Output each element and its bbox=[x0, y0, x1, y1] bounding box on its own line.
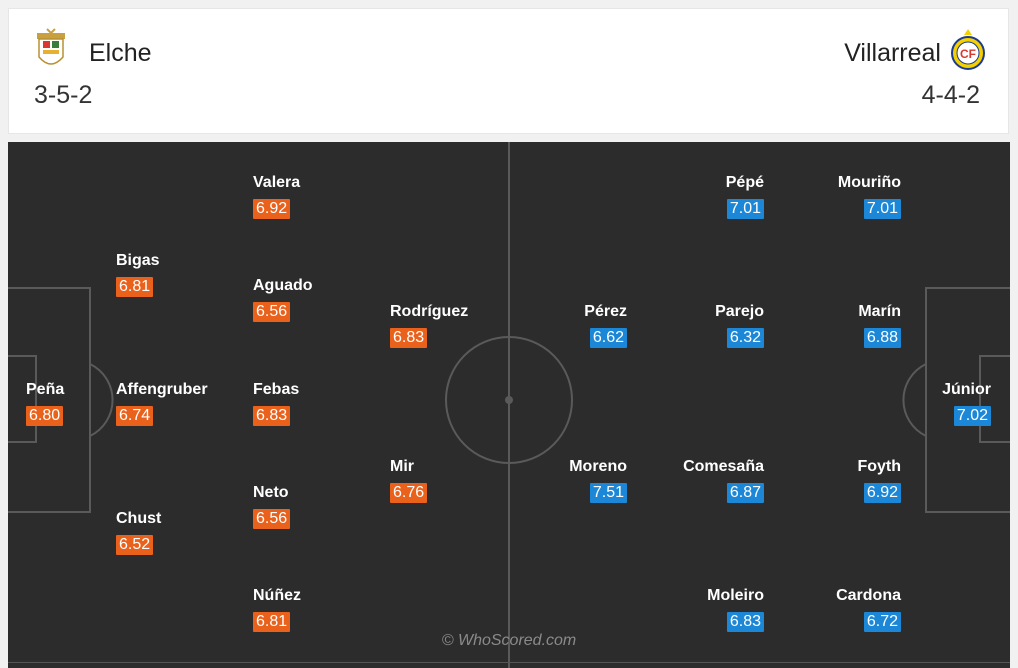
player-rating: 7.01 bbox=[726, 199, 764, 219]
player-rating: 6.83 bbox=[726, 612, 764, 632]
player-cardona[interactable]: Cardona 6.72 bbox=[771, 586, 901, 632]
player-rating: 6.87 bbox=[726, 483, 764, 503]
player-parejo[interactable]: Parejo 6.32 bbox=[634, 302, 764, 348]
player-rating: 7.51 bbox=[589, 483, 627, 503]
player-name: Neto bbox=[253, 484, 289, 501]
player-name: Mouriño bbox=[837, 174, 901, 191]
player-name: Foyth bbox=[857, 458, 901, 475]
player-foyth[interactable]: Foyth 6.92 bbox=[771, 457, 901, 503]
player-name: Febas bbox=[253, 381, 300, 398]
player-name: Comesaña bbox=[683, 458, 764, 475]
player-nunez[interactable]: Núñez 6.81 bbox=[253, 586, 383, 632]
player-name: Núñez bbox=[253, 587, 301, 604]
player-name: Moreno bbox=[569, 458, 627, 475]
svg-text:CF: CF bbox=[960, 47, 976, 61]
player-rating: 7.02 bbox=[953, 406, 991, 426]
player-rating: 6.52 bbox=[116, 535, 154, 555]
player-name: Júnior bbox=[942, 381, 991, 398]
player-rating: 6.80 bbox=[26, 406, 64, 426]
player-comesana[interactable]: Comesaña 6.87 bbox=[634, 457, 764, 503]
player-rating: 6.81 bbox=[116, 277, 154, 297]
player-name: Peña bbox=[26, 381, 65, 398]
player-name: Marín bbox=[858, 303, 901, 320]
player-moreno[interactable]: Moreno 7.51 bbox=[497, 457, 627, 503]
player-bigas[interactable]: Bigas 6.81 bbox=[116, 251, 246, 297]
player-rating: 6.72 bbox=[863, 612, 901, 632]
watermark: © WhoScored.com bbox=[441, 632, 577, 649]
match-header: Elche 3-5-2 Villarreal 4-4-2 CF bbox=[8, 8, 1009, 134]
player-moleiro[interactable]: Moleiro 6.83 bbox=[634, 586, 764, 632]
player-name: Bigas bbox=[116, 252, 160, 269]
player-rating: 6.83 bbox=[390, 328, 428, 348]
player-name: Rodríguez bbox=[390, 303, 469, 320]
player-rating: 6.74 bbox=[116, 406, 154, 426]
player-rating: 7.01 bbox=[863, 199, 901, 219]
player-rating: 6.83 bbox=[253, 406, 291, 426]
away-formation: 4-4-2 bbox=[921, 81, 980, 109]
player-febas[interactable]: Febas 6.83 bbox=[253, 380, 383, 426]
player-rating: 6.81 bbox=[253, 612, 291, 632]
player-rating: 6.56 bbox=[253, 509, 291, 529]
player-name: Chust bbox=[116, 510, 162, 527]
player-name: Parejo bbox=[715, 303, 764, 320]
player-pena[interactable]: Peña 6.80 bbox=[26, 380, 156, 426]
player-rating: 6.88 bbox=[863, 328, 901, 348]
player-rating: 6.62 bbox=[589, 328, 627, 348]
player-rating: 6.92 bbox=[253, 199, 291, 219]
player-junior[interactable]: Júnior 7.02 bbox=[861, 380, 991, 426]
pitch: Peña 6.80 Bigas 6.81 Affengruber 6.74 Ch… bbox=[8, 142, 1010, 668]
player-aguado[interactable]: Aguado 6.56 bbox=[253, 276, 383, 322]
home-team-name[interactable]: Elche bbox=[89, 39, 152, 67]
player-name: Affengruber bbox=[116, 381, 208, 398]
player-name: Valera bbox=[253, 174, 301, 191]
player-rodriguez[interactable]: Rodríguez 6.83 bbox=[390, 302, 520, 348]
player-mir[interactable]: Mir 6.76 bbox=[390, 457, 520, 503]
player-rating: 6.76 bbox=[390, 483, 428, 503]
player-valera[interactable]: Valera 6.92 bbox=[253, 173, 383, 219]
player-name: Cardona bbox=[836, 587, 901, 604]
player-name: Moleiro bbox=[707, 587, 764, 604]
away-team-name[interactable]: Villarreal bbox=[844, 39, 941, 67]
player-name: Pépé bbox=[725, 174, 764, 191]
player-name: Mir bbox=[390, 458, 414, 475]
elche-crest-icon[interactable] bbox=[31, 27, 71, 73]
player-mourino[interactable]: Mouriño 7.01 bbox=[771, 173, 901, 219]
player-chust[interactable]: Chust 6.52 bbox=[116, 509, 246, 555]
player-rating: 6.92 bbox=[863, 483, 901, 503]
home-formation: 3-5-2 bbox=[34, 81, 93, 109]
pitch-lines bbox=[8, 142, 1010, 668]
player-rating: 6.32 bbox=[726, 328, 764, 348]
player-name: Pérez bbox=[584, 303, 627, 320]
player-perez[interactable]: Pérez 6.62 bbox=[497, 302, 627, 348]
bottom-divider bbox=[8, 662, 1010, 663]
player-pepe[interactable]: Pépé 7.01 bbox=[634, 173, 764, 219]
player-rating: 6.56 bbox=[253, 302, 291, 322]
villarreal-crest-icon[interactable]: CF bbox=[948, 27, 988, 73]
player-name: Aguado bbox=[253, 277, 313, 294]
player-affengruber[interactable]: Affengruber 6.74 bbox=[116, 380, 246, 426]
player-marin[interactable]: Marín 6.88 bbox=[771, 302, 901, 348]
player-neto[interactable]: Neto 6.56 bbox=[253, 483, 383, 529]
